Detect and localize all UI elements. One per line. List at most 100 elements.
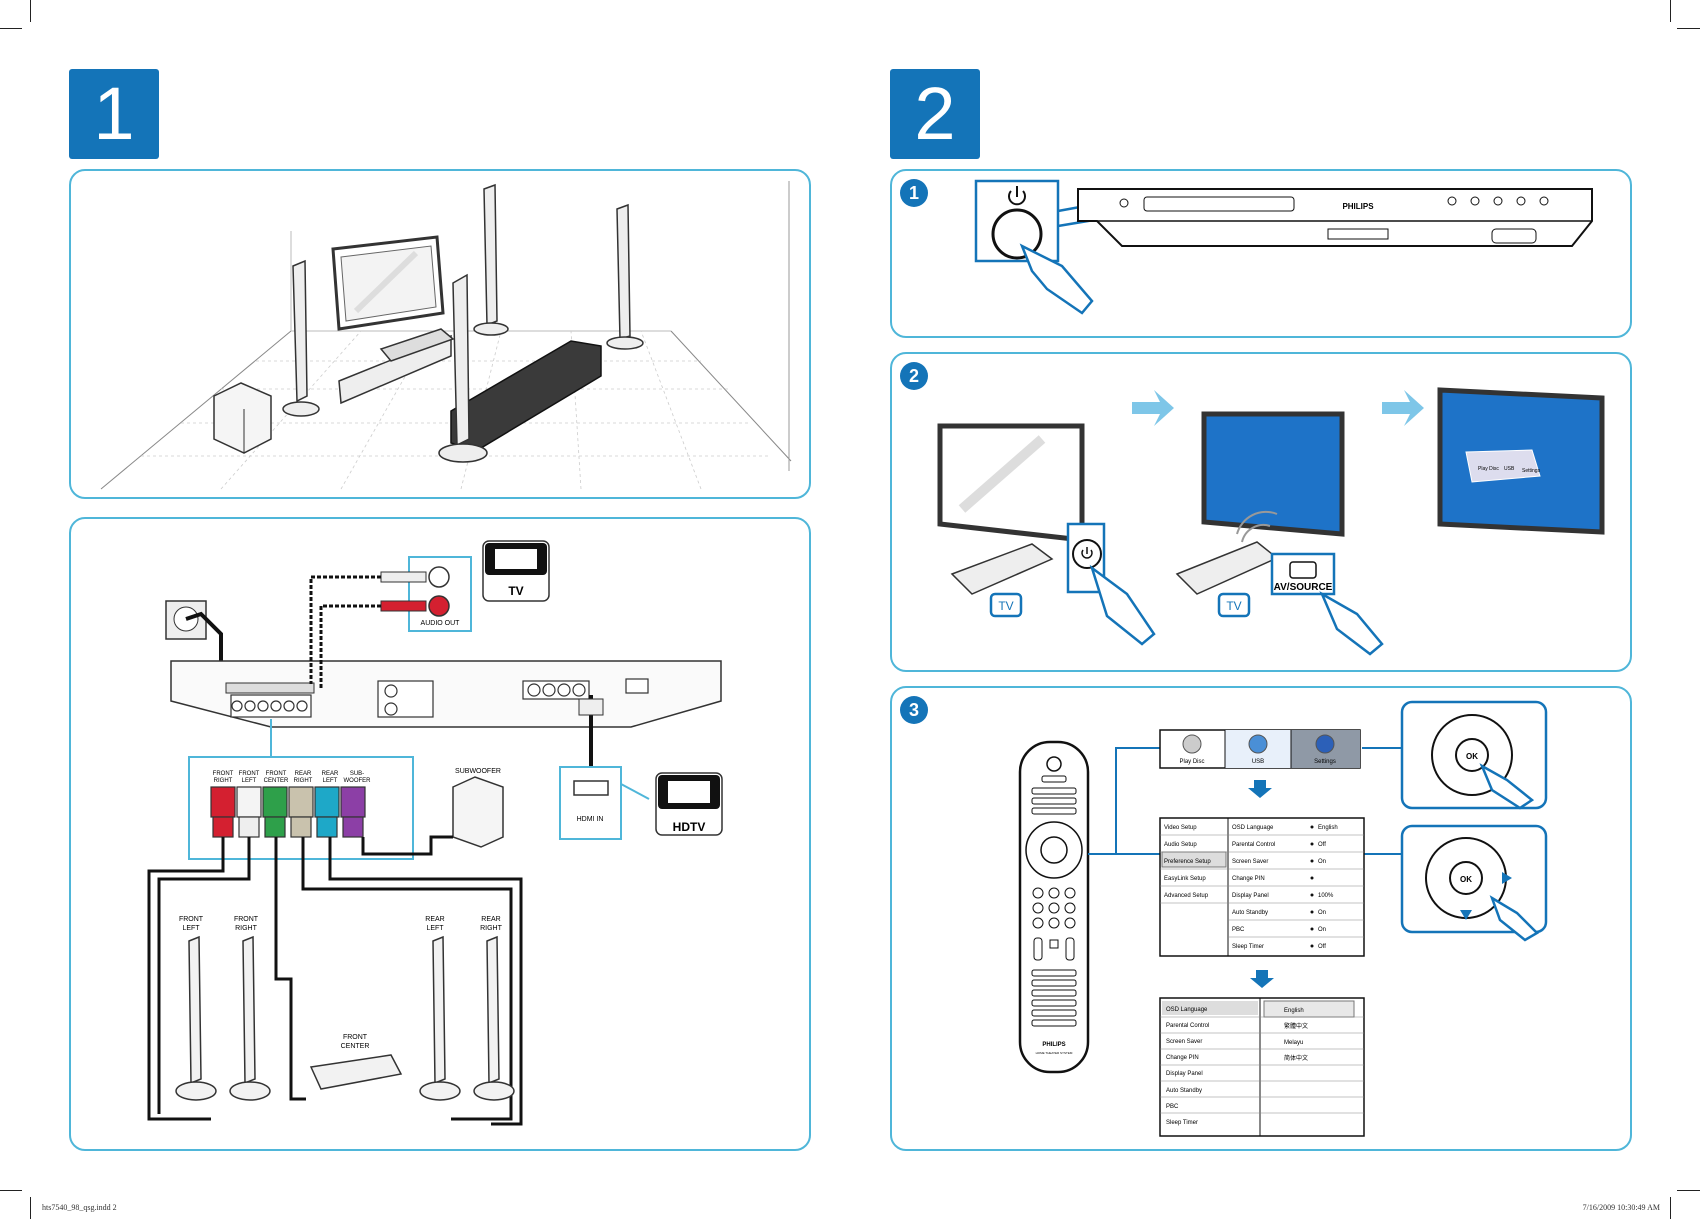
setting-name: Sleep Timer <box>1232 944 1264 950</box>
setup-menu-item: EasyLink Setup <box>1164 876 1206 882</box>
connector-label: REAR <box>295 771 312 777</box>
connector-label: RIGHT <box>214 778 233 784</box>
setting-value: English <box>1318 825 1338 831</box>
connector-label: REAR <box>322 771 339 777</box>
language-option: 简体中文 <box>1284 1054 1308 1062</box>
connection-diagram: AUDIO OUT TV HDMI IN HDTV FRONT RIGHT FR… <box>147 540 723 1126</box>
step-badge-1: 1 <box>900 179 928 207</box>
crop-mark <box>1670 0 1671 22</box>
speaker-label: LEFT <box>182 925 200 932</box>
setup-menu-item: Video Setup <box>1164 825 1197 831</box>
arrow-down-icon <box>1250 970 1274 988</box>
section-number-2: 2 <box>890 69 980 159</box>
language-menu-item: Change PIN <box>1166 1055 1199 1061</box>
player-brand: PHILIPS <box>1342 202 1374 211</box>
menu-illustration: PHILIPS HOME THEATER SYSTEM Play Disc US… <box>1018 700 1548 1137</box>
remote-control: PHILIPS HOME THEATER SYSTEM <box>1018 740 1090 1074</box>
arrow-right-icon <box>1502 872 1512 884</box>
home-menu-play-disc: Play Disc <box>1179 759 1204 765</box>
tv-label: TV <box>508 584 523 598</box>
tv-menu-play-disc: Play Disc <box>1478 466 1499 472</box>
crop-mark <box>1677 28 1700 29</box>
connector-label: LEFT <box>323 778 338 784</box>
tv-menu-settings: Settings <box>1522 468 1541 474</box>
subwoofer-label: SUBWOOFER <box>455 768 501 775</box>
tv-source-illustration: TV TV AV/SOURCE Play Disc USB Settings <box>937 387 1605 656</box>
language-menu-item: PBC <box>1166 1104 1179 1110</box>
speaker-label: RIGHT <box>235 925 258 932</box>
hdmi-in-label: HDMI IN <box>577 816 604 823</box>
setting-value: On <box>1318 859 1326 865</box>
footer-timestamp: 7/16/2009 10:30:49 AM <box>1582 1203 1660 1212</box>
power-illustration: PHILIPS <box>974 179 1593 315</box>
audio-out-label: AUDIO OUT <box>421 620 461 627</box>
home-menu-usb: USB <box>1252 759 1264 765</box>
setting-name: Display Panel <box>1232 893 1269 899</box>
setting-name: Parental Control <box>1232 842 1275 848</box>
ok-label: OK <box>1460 875 1472 884</box>
menu-navigation-panel: 3 PHILIPS HOME THEATER SYSTEM <box>890 686 1632 1151</box>
setup-menu-item: Advanced Setup <box>1164 893 1209 899</box>
speaker-label: FRONT <box>234 916 259 923</box>
connector-label: RIGHT <box>294 778 313 784</box>
connector-label: SUB- <box>350 771 364 777</box>
room-layout-panel <box>69 169 811 499</box>
speaker-label: RIGHT <box>480 925 503 932</box>
connector-labels: FRONT RIGHT FRONT LEFT FRONT CENTER REAR… <box>213 771 372 784</box>
arrow-down-icon <box>1248 780 1272 798</box>
remote-brand: PHILIPS <box>1042 1042 1065 1048</box>
speaker-label: REAR <box>481 916 500 923</box>
connector-label: FRONT <box>239 771 260 777</box>
tv-button-label: TV <box>998 599 1013 613</box>
language-menu-item: Sleep Timer <box>1166 1120 1198 1126</box>
setting-value: Off <box>1318 944 1326 950</box>
language-menu-item: OSD Language <box>1166 1007 1208 1013</box>
crop-mark <box>1670 1197 1671 1219</box>
connector-label: FRONT <box>266 771 287 777</box>
speaker-label: LEFT <box>426 925 444 932</box>
crop-mark <box>0 28 22 29</box>
footer-file-name: hts7540_98_qsg.indd 2 <box>42 1203 117 1212</box>
setting-value: On <box>1318 910 1326 916</box>
power-icon <box>1008 186 1026 206</box>
connector-label: WOOFER <box>344 778 372 784</box>
room-illustration <box>100 181 792 490</box>
connector-label: CENTER <box>264 778 289 784</box>
ok-label: OK <box>1466 752 1478 761</box>
language-option: English <box>1284 1008 1304 1014</box>
setting-value: On <box>1318 927 1326 933</box>
av-source-label: AV/SOURCE <box>1274 582 1333 593</box>
speaker-label: CENTER <box>341 1043 370 1050</box>
setting-name: Auto Standby <box>1232 910 1268 916</box>
setting-name: OSD Language <box>1232 825 1274 831</box>
setup-menu-item: Audio Setup <box>1164 842 1197 848</box>
crop-mark <box>1677 1190 1700 1191</box>
crop-mark <box>30 1197 31 1219</box>
language-menu-item: Screen Saver <box>1166 1039 1202 1045</box>
setup-menu-item: Preference Setup <box>1164 859 1211 865</box>
language-menu-item: Auto Standby <box>1166 1088 1202 1094</box>
tv-button-label: TV <box>1226 599 1241 613</box>
tv-menu-usb: USB <box>1504 466 1515 472</box>
setting-value: 100% <box>1318 893 1334 899</box>
step-badge-3: 3 <box>900 696 928 724</box>
speaker-label: FRONT <box>343 1034 368 1041</box>
setting-name: PBC <box>1232 927 1245 933</box>
setting-name: Change PIN <box>1232 876 1265 882</box>
speaker-label: REAR <box>425 916 444 923</box>
connector-label: FRONT <box>213 771 234 777</box>
language-menu-item: Display Panel <box>1166 1071 1203 1077</box>
tv-source-panel: 2 TV TV AV/SOURCE Play Disc USB Settings <box>890 352 1632 672</box>
language-option: Melayu <box>1284 1040 1303 1046</box>
setting-value: Off <box>1318 842 1326 848</box>
language-option: 繁體中文 <box>1284 1022 1308 1030</box>
crop-mark <box>0 1190 22 1191</box>
language-menu-item: Parental Control <box>1166 1023 1209 1029</box>
section-number-1: 1 <box>69 69 159 159</box>
crop-mark <box>30 0 31 22</box>
connector-label: LEFT <box>242 778 257 784</box>
remote-subtitle: HOME THEATER SYSTEM <box>1036 1051 1073 1055</box>
power-on-panel: 1 PHILIPS <box>890 169 1632 338</box>
hdtv-label: HDTV <box>673 820 706 834</box>
step-badge-2: 2 <box>900 362 928 390</box>
